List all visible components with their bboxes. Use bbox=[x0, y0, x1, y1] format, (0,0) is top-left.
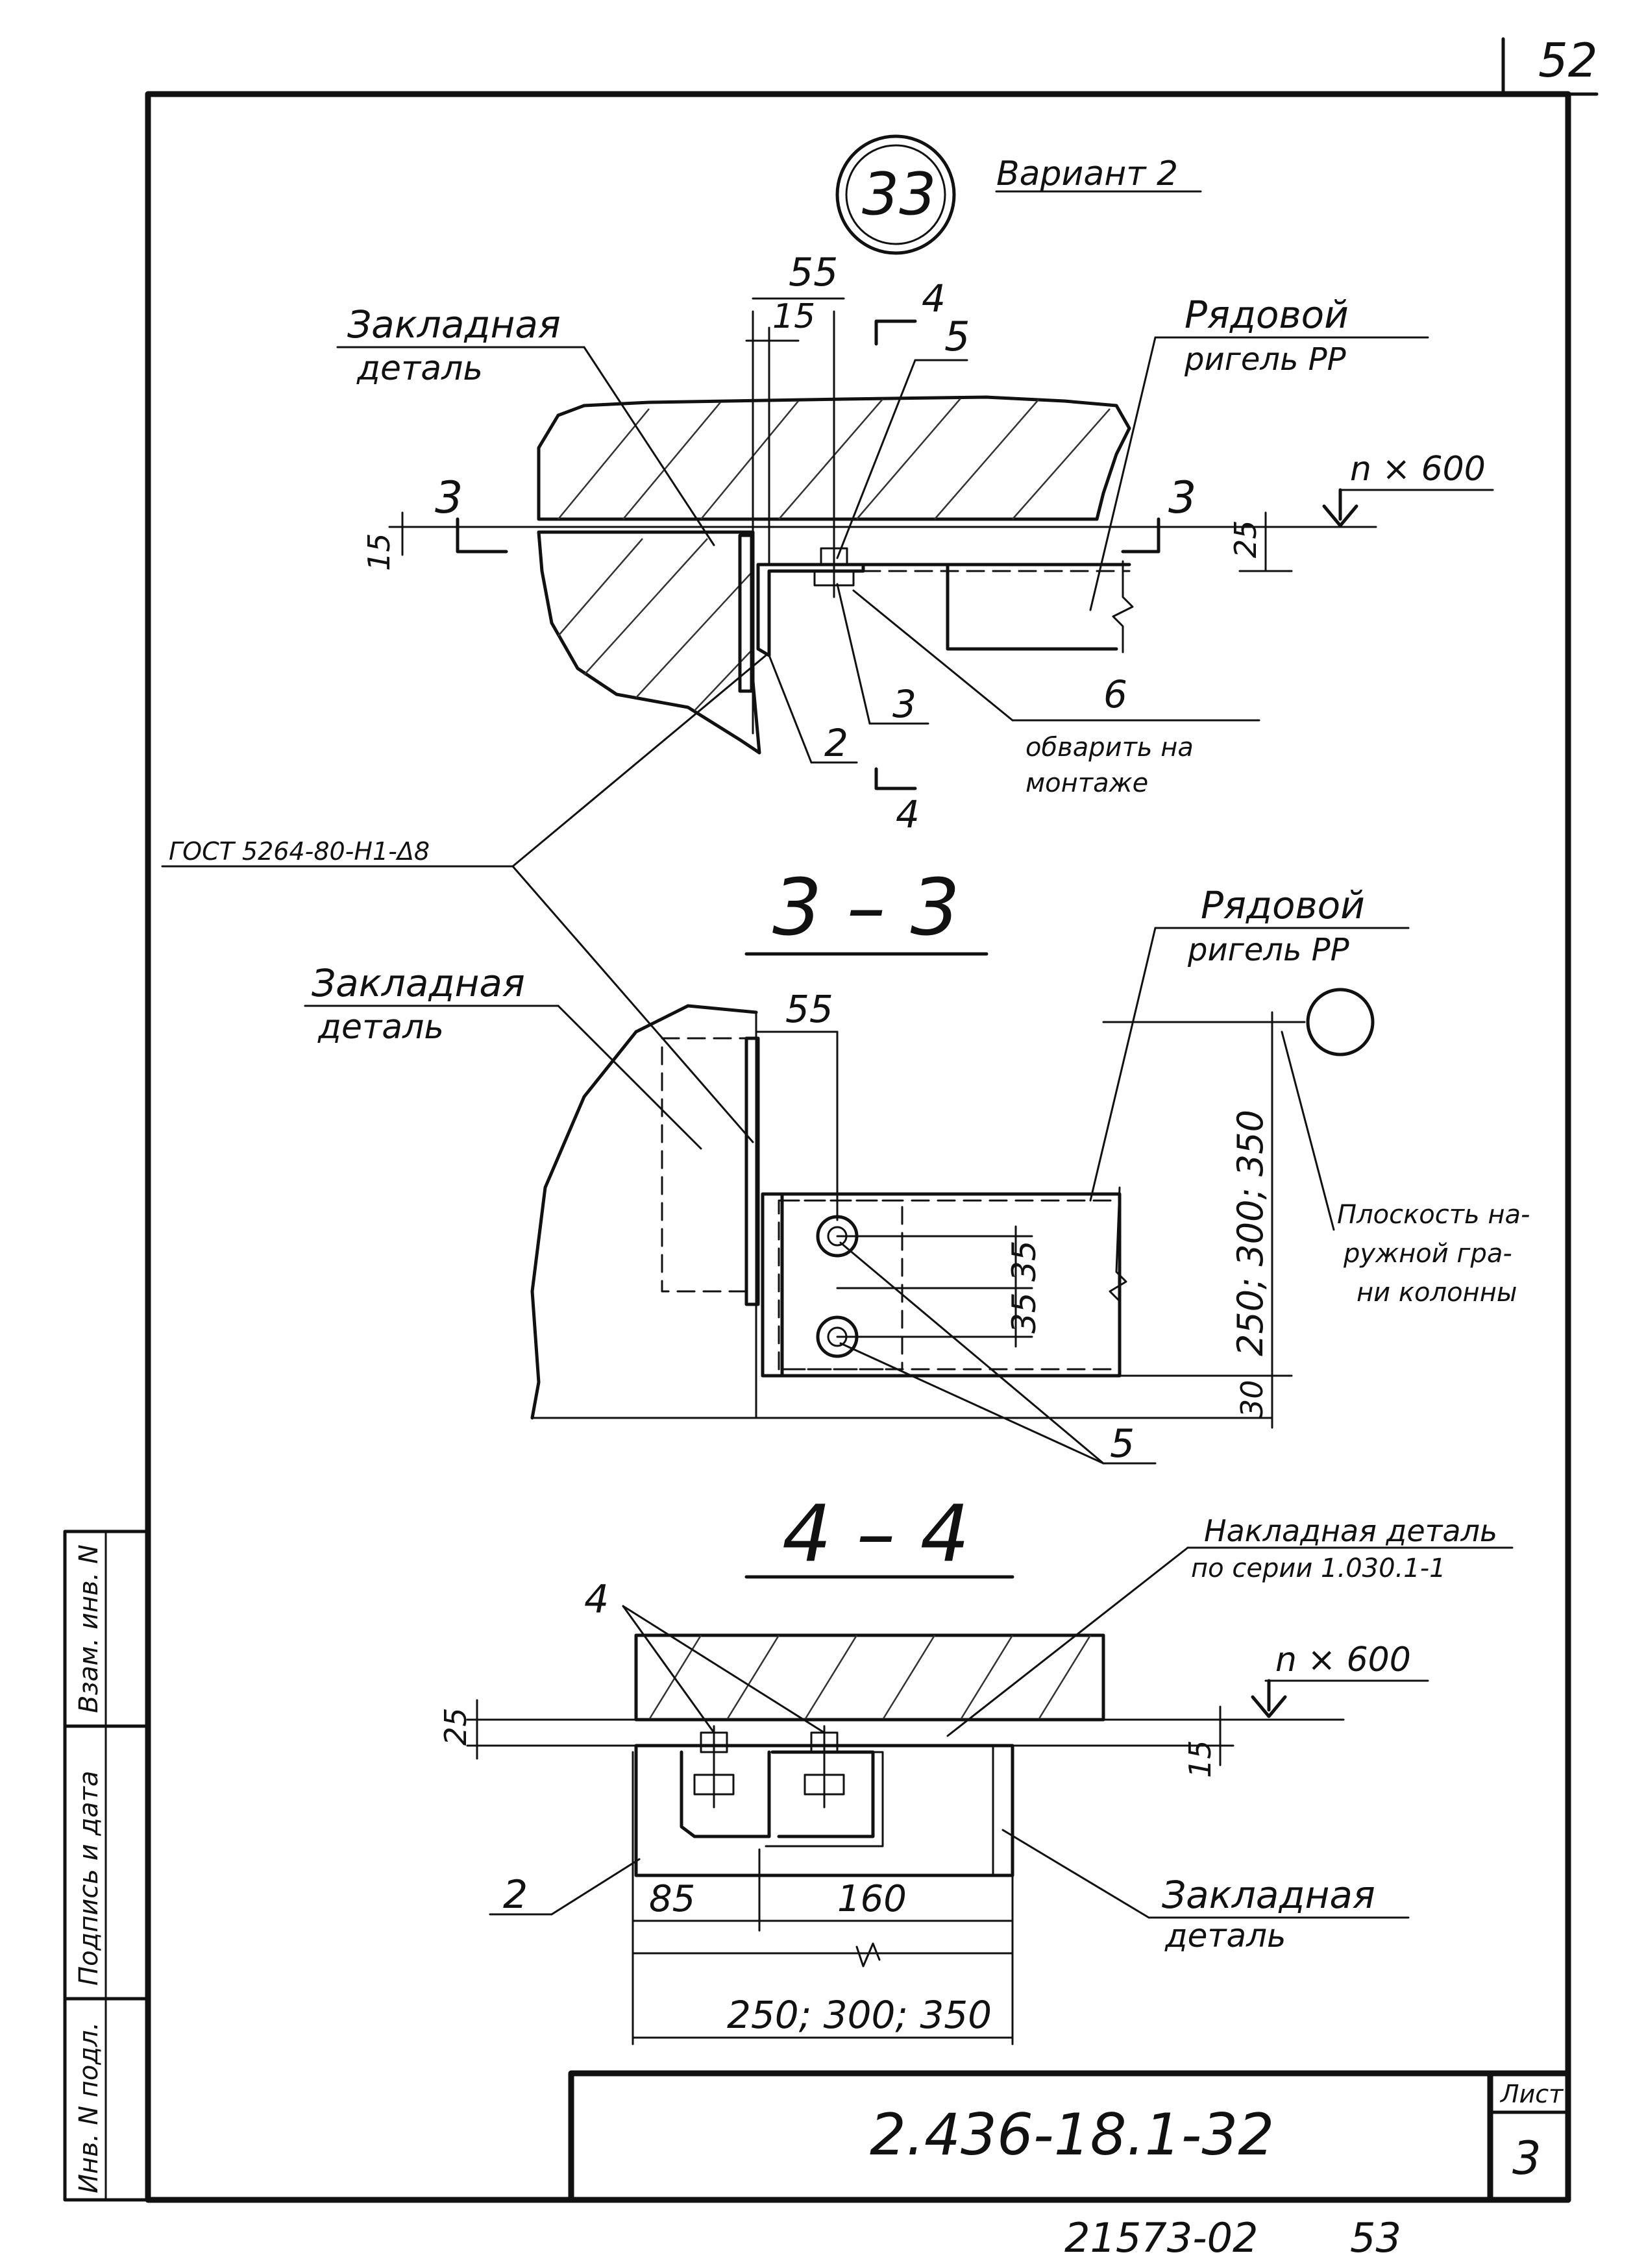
plane-text-2: ружной гра- bbox=[1343, 1239, 1512, 1269]
top-view: 55 15 4 4 5 Закладная деталь Рядовой риг… bbox=[161, 250, 1494, 1143]
section-3-right: 3 bbox=[1168, 472, 1196, 524]
section-33-dim-height: 250; 300; 350 bbox=[1230, 1110, 1271, 1356]
section-44-label-zakladnaya-2: деталь bbox=[1164, 1917, 1286, 1955]
stamp-inv-podl: Инв. N подл. bbox=[74, 2022, 104, 2193]
sheet-label: Лист bbox=[1499, 2080, 1564, 2108]
section-4-mark-top: 4 bbox=[922, 276, 946, 321]
weld-note-2: монтаже bbox=[1025, 768, 1148, 798]
section-33-pos-5: 5 bbox=[1110, 1421, 1135, 1467]
angle-bracket bbox=[756, 563, 865, 657]
section-44-dim-160: 160 bbox=[837, 1878, 907, 1920]
embedded-plate-dashed bbox=[661, 1037, 748, 1293]
top-pos-2: 2 bbox=[824, 721, 848, 765]
section-33-label-zakladnaya-1: Закладная bbox=[312, 961, 525, 1005]
section-44-pos-2: 2 bbox=[503, 1872, 528, 1918]
top-dim-15: 15 bbox=[772, 297, 815, 336]
section-33-title: 3 – 3 bbox=[772, 863, 960, 953]
section-44-dim-width: 250; 300; 350 bbox=[727, 1993, 992, 2037]
top-dim-55: 55 bbox=[789, 250, 838, 295]
plane-text-1: Плоскость на- bbox=[1337, 1200, 1530, 1230]
document-code: 2.436-18.1-32 bbox=[870, 2101, 1274, 2168]
node-variant: Вариант 2 bbox=[996, 154, 1178, 193]
bracket-left bbox=[680, 1750, 771, 1838]
side-stamp: Инв. N подл. Подпись и дата Взам. инв. N bbox=[63, 1530, 150, 2202]
section-44-dim-25: 25 bbox=[438, 1707, 473, 1746]
section-33-label-rigel-2: ригель РР bbox=[1187, 932, 1349, 968]
section-44-pos-4: 4 bbox=[584, 1577, 609, 1622]
top-pos-3: 3 bbox=[892, 682, 916, 726]
sheet-number: 3 bbox=[1512, 2132, 1541, 2185]
section-44-dim-85: 85 bbox=[649, 1878, 695, 1920]
section-44-label-zakladnaya-1: Закладная bbox=[1162, 1873, 1375, 1917]
gost-weld: ГОСТ 5264-80-Н1-Δ8 bbox=[169, 837, 430, 866]
top-level: n × 600 bbox=[1350, 450, 1486, 489]
archive-number: 21573-02 bbox=[1064, 2214, 1259, 2262]
section-33-dim-35a: 35 bbox=[1005, 1240, 1043, 1282]
embedded-plate bbox=[738, 533, 754, 693]
slab-44 bbox=[634, 1633, 1105, 1722]
plane-marker bbox=[1306, 988, 1375, 1056]
section-3-left: 3 bbox=[435, 472, 463, 524]
section-33-dim-35b: 35 bbox=[1005, 1292, 1043, 1334]
top-dim-15-left: 15 bbox=[362, 533, 397, 571]
stamp-vzam-inv: Взам. инв. N bbox=[74, 1544, 104, 1713]
stamp-podpis-data: Подпись и дата bbox=[74, 1771, 104, 1986]
section-4-mark-bottom: 4 bbox=[896, 792, 920, 836]
top-label-rigel-1: Рядовой bbox=[1185, 293, 1349, 337]
section-44-level: n × 600 bbox=[1275, 1640, 1411, 1679]
top-dim-25: 25 bbox=[1228, 520, 1263, 558]
section-4-4: 4 – 4 Накладная деталь по серии 1.030.1-… bbox=[438, 1489, 1514, 2045]
section-33-dim-55: 55 bbox=[785, 987, 833, 1031]
node-number: 33 bbox=[862, 160, 937, 228]
plane-text-3: ни колонны bbox=[1357, 1278, 1517, 1308]
node-circle bbox=[835, 134, 956, 255]
column-outline bbox=[530, 1004, 758, 1420]
section-44-title: 4 – 4 bbox=[782, 1489, 970, 1579]
column-section bbox=[537, 530, 761, 755]
top-label-zakladnaya-2: деталь bbox=[356, 349, 483, 388]
top-pos-5: 5 bbox=[944, 313, 970, 360]
title-block: 2.436-18.1-32 Лист 3 bbox=[568, 2070, 1571, 2203]
rigel-outline bbox=[946, 563, 1118, 651]
top-label-zakladnaya-1: Закладная bbox=[347, 302, 561, 347]
section-44-dim-15: 15 bbox=[1183, 1740, 1218, 1778]
rigel-33 bbox=[780, 1192, 1122, 1378]
overlay-label-2: по серии 1.030.1-1 bbox=[1191, 1554, 1446, 1583]
section-3-3: 3 – 3 35 35 55 250; 300; bbox=[304, 863, 1530, 1467]
weld-note-1: обварить на bbox=[1025, 733, 1194, 762]
top-pos-6: 6 bbox=[1103, 672, 1127, 716]
top-label-rigel-2: ригель РР bbox=[1184, 341, 1346, 378]
page-number: 52 bbox=[1538, 33, 1598, 88]
overlay-label-1: Накладная деталь bbox=[1204, 1513, 1497, 1548]
upper-slab bbox=[537, 395, 1131, 521]
section-33-label-zakladnaya-2: деталь bbox=[317, 1008, 444, 1047]
section-33-label-rigel-1: Рядовой bbox=[1201, 883, 1365, 927]
archive-page: 53 bbox=[1350, 2214, 1401, 2262]
section-33-dim-30: 30 bbox=[1234, 1380, 1270, 1418]
